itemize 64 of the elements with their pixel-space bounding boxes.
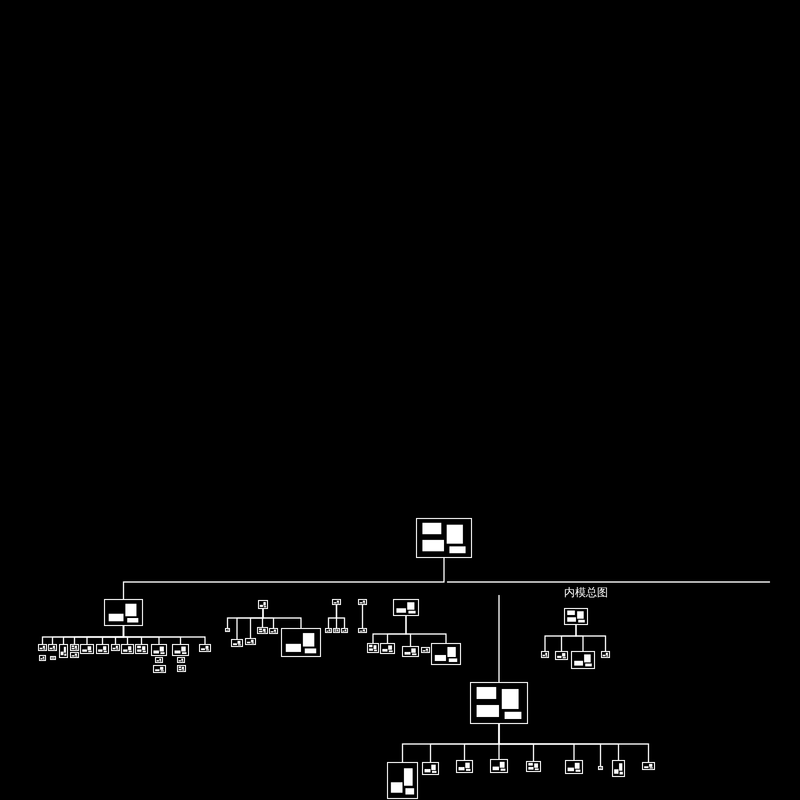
drawing-thumbnail — [387, 762, 418, 799]
connector-line — [498, 724, 650, 762]
drawing-thumbnail — [111, 644, 120, 651]
drawing-thumbnail — [325, 628, 332, 633]
drawing-thumbnail — [380, 643, 395, 654]
drawing-thumbnail — [422, 762, 439, 775]
drawing-thumbnail — [199, 644, 211, 652]
drawing-thumbnail — [257, 627, 268, 634]
drawing-thumbnail — [358, 628, 367, 633]
drawing-thumbnail — [269, 628, 278, 634]
drawing-thumbnail — [598, 766, 603, 770]
drawing-thumbnail — [231, 639, 243, 647]
drawing-thumbnail — [416, 518, 472, 558]
connector-line — [498, 595, 500, 682]
drawing-thumbnail — [225, 628, 230, 632]
drawing-thumbnail — [155, 657, 163, 663]
drawing-thumbnail — [526, 761, 541, 772]
drawing-thumbnail — [121, 644, 134, 654]
drawing-thumbnail — [431, 643, 461, 665]
connector-line — [262, 609, 302, 628]
drawing-thumbnail — [177, 665, 186, 672]
drawing-thumbnail — [333, 628, 340, 633]
drawing-thumbnail — [555, 651, 568, 660]
drawing-thumbnail — [421, 647, 430, 653]
drawing-thumbnail — [258, 600, 268, 609]
connector-line — [362, 605, 364, 628]
drawing-thumbnail — [642, 762, 655, 770]
drawing-thumbnail — [245, 638, 256, 645]
drawing-thumbnail — [541, 651, 549, 658]
drawing-thumbnail — [80, 644, 94, 654]
connector-line — [122, 626, 206, 644]
drawing-thumbnail — [177, 657, 185, 663]
drawing-thumbnail — [281, 628, 321, 657]
drawing-thumbnail — [470, 682, 528, 724]
drawing-thumbnail — [571, 651, 595, 669]
drawing-thumbnail — [70, 652, 79, 658]
drawing-thumbnail — [601, 651, 610, 658]
drawing-thumbnail — [135, 644, 148, 654]
connector-line — [336, 605, 346, 628]
drawing-thumbnail — [612, 760, 625, 777]
connector-line — [575, 625, 606, 651]
drawing-title: 内模总图 — [564, 586, 608, 600]
drawing-thumbnail — [393, 599, 419, 616]
drawing-thumbnail — [367, 643, 379, 653]
drawing-thumbnail — [38, 644, 47, 651]
drawing-thumbnail — [59, 644, 68, 658]
drawing-thumbnail — [50, 656, 56, 660]
drawing-thumbnail — [39, 655, 46, 661]
drawing-thumbnail — [565, 760, 583, 774]
drawing-thumbnail — [456, 760, 473, 773]
drawing-thumbnail — [172, 644, 189, 656]
connector-line — [122, 558, 445, 599]
drawing-thumbnail — [96, 644, 109, 654]
drawing-thumbnail — [402, 646, 419, 657]
drawing-thumbnail — [490, 759, 508, 773]
drawing-thumbnail — [341, 628, 348, 633]
drawing-thumbnail — [70, 644, 79, 651]
drawing-thumbnail — [153, 665, 166, 673]
connector-line — [405, 616, 447, 643]
drawing-thumbnail — [104, 599, 143, 626]
drawing-thumbnail — [358, 599, 367, 605]
drawing-thumbnail — [332, 599, 341, 605]
drawing-thumbnail — [151, 644, 167, 656]
drawing-thumbnail — [48, 644, 57, 651]
